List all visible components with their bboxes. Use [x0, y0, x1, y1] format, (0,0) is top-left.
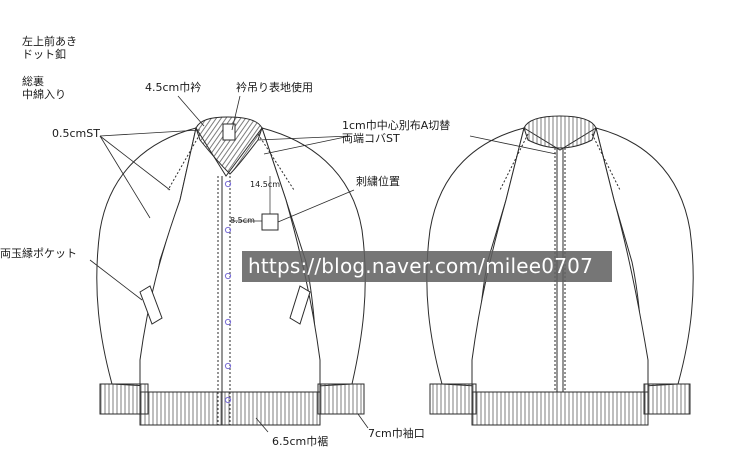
front-hem-rib: [139, 391, 321, 426]
callout-lines: [89, 95, 557, 433]
front-opening-note: 左上前あき: [22, 35, 77, 48]
collar-hanger-label: 衿吊り表地使用: [236, 81, 313, 94]
dot-button-note: ドット釦: [22, 48, 66, 61]
front-right-cuff: [317, 383, 365, 415]
vertical-measure-label: 14.5cm: [250, 180, 281, 189]
snap-buttons: [224, 180, 232, 404]
back-right-cuff: [643, 383, 691, 415]
collar-width-label: 4.5cm巾衿: [145, 81, 202, 94]
hem-width-label: 6.5cm巾裾: [272, 435, 329, 448]
full-lining-note: 総裏: [22, 75, 44, 88]
back-hem-rib: [471, 391, 649, 426]
padding-note: 中綿入り: [22, 88, 66, 101]
blog-watermark: https://blog.naver.com/milee0707: [242, 251, 612, 282]
center-panel-label-1: 1cm巾中心別布A切替: [342, 119, 451, 132]
back-collar: [523, 115, 597, 149]
stitch-label: 0.5cmST: [52, 127, 100, 140]
embroidery-label: 刺繍位置: [356, 175, 400, 188]
front-left-cuff: [99, 383, 149, 415]
horizontal-measure-label: 8.5cm: [230, 216, 255, 225]
pocket-label: 両玉縁ポケット: [0, 247, 77, 260]
embroidery-box: [261, 213, 279, 231]
back-left-cuff: [429, 383, 477, 415]
left-welt-pocket: [139, 285, 163, 325]
center-panel-label-2: 両端コバST: [342, 132, 400, 145]
right-welt-pocket: [289, 285, 311, 325]
collar-hanger: [222, 123, 236, 141]
cuff-width-label: 7cm巾袖口: [368, 427, 425, 440]
